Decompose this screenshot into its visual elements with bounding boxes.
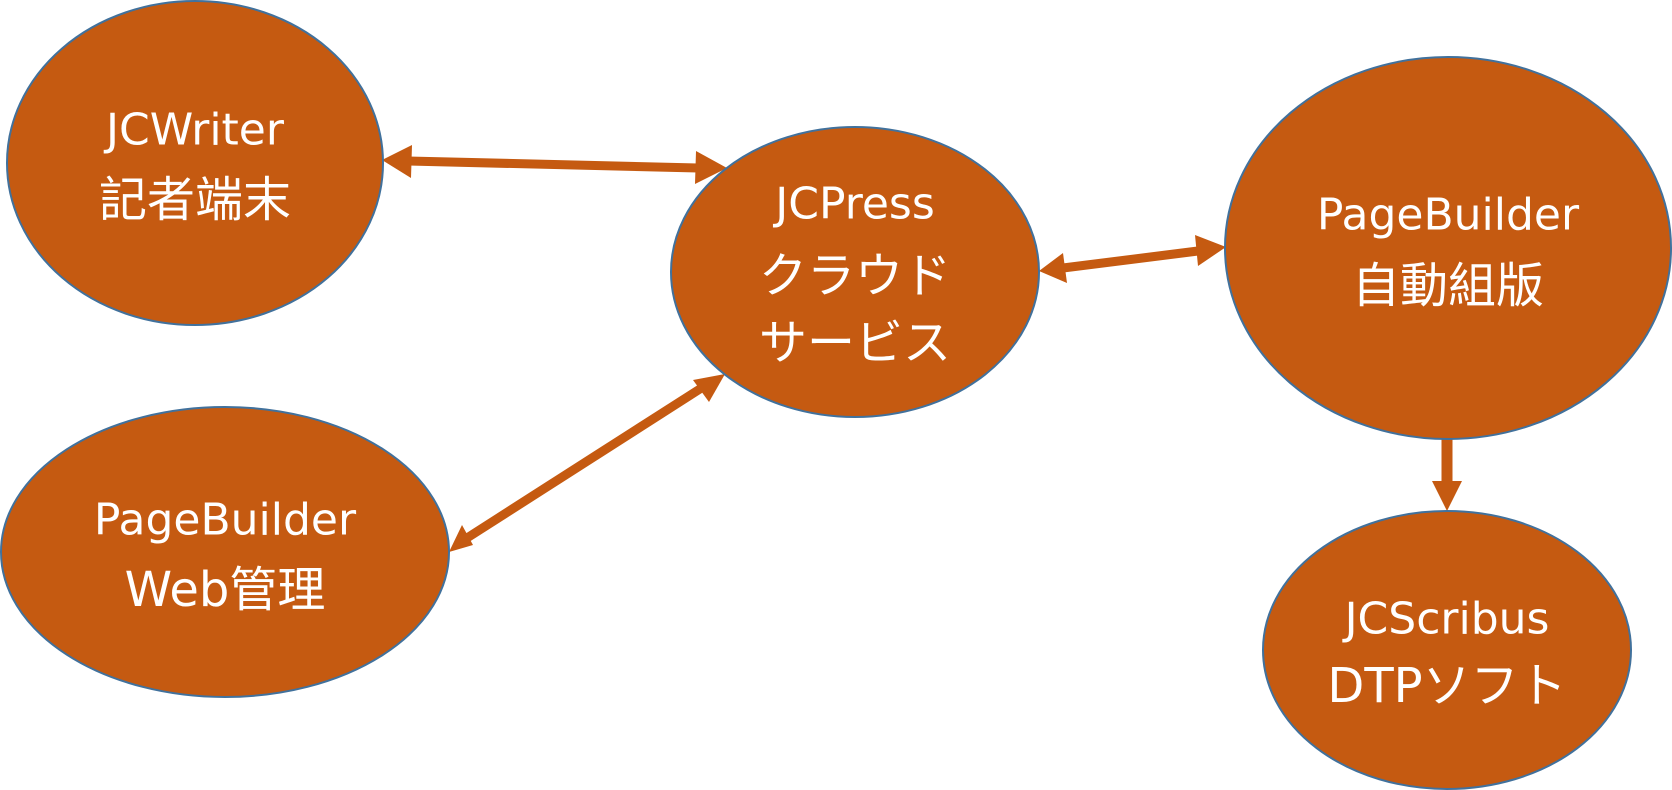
node-jcscribus: JCScribus DTPソフト <box>1262 510 1632 790</box>
node-jcwriter-title: JCWriter <box>103 105 285 156</box>
node-jcpress-title: JCPress <box>772 179 935 230</box>
node-jcwriter-subtitle: 記者端末 <box>99 172 291 228</box>
arrowhead-jcwriter <box>382 145 412 178</box>
node-jcwriter: JCWriter 記者端末 <box>6 0 384 326</box>
node-pagebuilder-layout-title: PageBuilder <box>1317 190 1580 241</box>
arrowhead-pagebuilder-layout <box>1195 235 1226 266</box>
connectors <box>382 145 1462 552</box>
node-jcscribus-subtitle: DTPソフト <box>1327 658 1566 714</box>
connector-jcwriter-jcpress <box>407 156 699 173</box>
arrowhead-pagebuilder-web <box>449 525 473 552</box>
arrowhead-jcpress-left <box>695 151 727 184</box>
node-pagebuilder-web: PageBuilder Web管理 <box>0 406 450 698</box>
connector-pagebuilder-web-jcpress <box>464 383 706 542</box>
node-pagebuilder-layout-subtitle: 自動組版 <box>1352 258 1544 314</box>
node-pagebuilder-web-subtitle: Web管理 <box>125 562 326 618</box>
arrowhead-jcpress-right <box>1039 253 1067 283</box>
node-pagebuilder-web-title: PageBuilder <box>94 495 357 546</box>
node-jcpress-line2: クラウド <box>759 248 951 304</box>
node-pagebuilder-layout: PageBuilder 自動組版 <box>1224 56 1672 440</box>
node-jcscribus-title: JCScribus <box>1342 594 1550 645</box>
arrowhead-jcpress-lower <box>693 374 725 402</box>
node-jcpress: JCPress クラウド サービス <box>670 126 1040 418</box>
node-jcpress-line3: サービス <box>759 315 951 371</box>
arrowhead-jcscribus <box>1432 481 1462 511</box>
connector-jcpress-pagebuilder-layout <box>1062 246 1199 273</box>
